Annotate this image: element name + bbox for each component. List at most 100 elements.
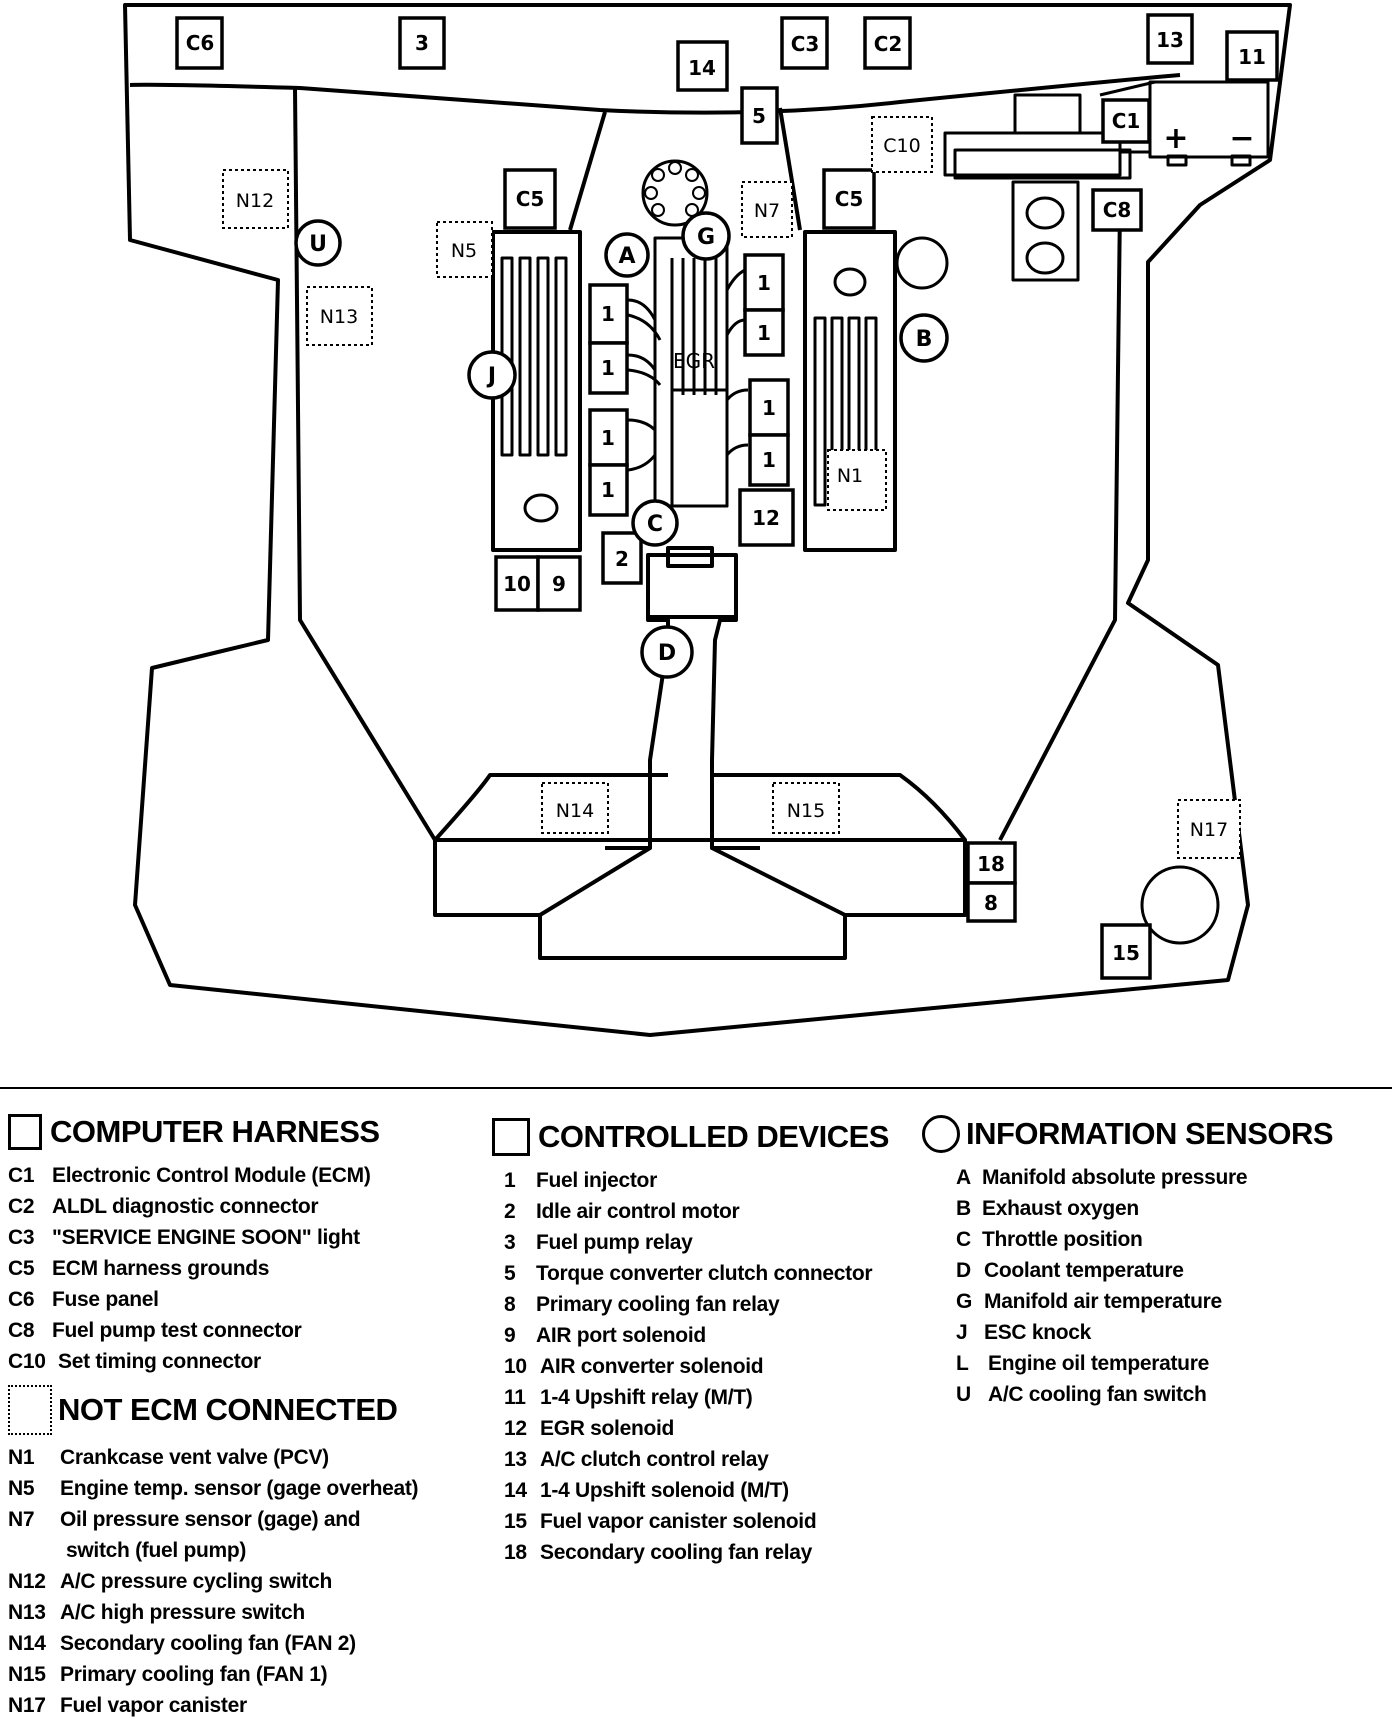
battery-terminal-pos bbox=[1166, 154, 1188, 167]
throttle-body bbox=[646, 553, 738, 619]
box-1h: 1 bbox=[762, 448, 776, 472]
dotbox-n14: N14 bbox=[556, 800, 594, 822]
vehicle-body-outline bbox=[123, 3, 1292, 1037]
box-c3: C3 bbox=[791, 32, 820, 56]
right-inner-fender bbox=[998, 204, 1122, 841]
left-bank-oval bbox=[523, 493, 559, 523]
box-1f: 1 bbox=[757, 321, 771, 345]
right-bank-oval bbox=[833, 267, 867, 297]
left-inner-fender bbox=[293, 87, 437, 842]
legend-heading-controlled-devices: CONTROLLED DEVICES bbox=[538, 1119, 889, 1154]
box-c8: C8 bbox=[1103, 198, 1132, 222]
sensor-b: B bbox=[916, 327, 933, 352]
box-12: 12 bbox=[752, 506, 780, 530]
circle-symbol-icon bbox=[922, 1115, 960, 1153]
injector-wires bbox=[627, 268, 749, 472]
dotted-square-symbol-icon bbox=[8, 1385, 52, 1435]
legend-item-continuation: switch (fuel pump) bbox=[66, 1539, 247, 1562]
dotbox-n15: N15 bbox=[787, 800, 825, 822]
box-c5-right: C5 bbox=[835, 187, 864, 211]
ecm-top bbox=[1013, 93, 1082, 135]
egr-inner-box bbox=[670, 388, 729, 508]
sensor-d: D bbox=[658, 641, 676, 666]
box-c1: C1 bbox=[1112, 109, 1141, 133]
cowl-line-left bbox=[568, 111, 607, 231]
battery-cable bbox=[1099, 80, 1156, 154]
dotbox-n7: N7 bbox=[754, 200, 780, 222]
box-8: 8 bbox=[984, 891, 998, 915]
relay-oval-bottom bbox=[1025, 241, 1065, 275]
box-1b: 1 bbox=[601, 356, 615, 380]
ecm-bottom bbox=[953, 148, 1132, 180]
sensor-u: U bbox=[309, 232, 327, 257]
intake-neck bbox=[605, 555, 670, 850]
sensor-c: C bbox=[647, 512, 663, 537]
box-14: 14 bbox=[688, 56, 716, 80]
engine-compartment-diagram: + − EGR bbox=[0, 3, 1392, 1089]
relay-oval-top bbox=[1025, 196, 1065, 230]
fan-shroud-right bbox=[712, 773, 967, 842]
legend-heading-not-ecm: NOT ECM CONNECTED bbox=[58, 1392, 398, 1427]
dotbox-n13: N13 bbox=[320, 306, 358, 328]
box-5: 5 bbox=[752, 104, 766, 128]
dotbox-n17: N17 bbox=[1190, 819, 1228, 841]
box-2: 2 bbox=[615, 547, 629, 571]
box-c2: C2 bbox=[874, 32, 903, 56]
box-1d: 1 bbox=[601, 478, 615, 502]
fuse-relay-block bbox=[1011, 180, 1080, 282]
egr-label: EGR bbox=[673, 349, 715, 373]
dotbox-n12: N12 bbox=[236, 190, 274, 212]
fan-center-left bbox=[538, 846, 652, 917]
legend-heading-computer-harness: COMPUTER HARNESS bbox=[50, 1114, 380, 1149]
box-15: 15 bbox=[1112, 941, 1140, 965]
distributor-terminals bbox=[644, 161, 706, 217]
sensor-g: G bbox=[697, 225, 715, 250]
egr-fins bbox=[670, 258, 718, 395]
legend-heading-information-sensors: INFORMATION SENSORS bbox=[966, 1116, 1334, 1151]
cowl-line-right bbox=[778, 107, 802, 231]
legend-item: C3"SERVICE ENGINE SOON" light bbox=[8, 1226, 360, 1249]
right-bank-round-part bbox=[895, 236, 949, 290]
dotbox-n1: N1 bbox=[837, 465, 863, 487]
ecm-housing bbox=[943, 131, 1122, 177]
battery-terminal-neg bbox=[1230, 154, 1252, 167]
box-1c: 1 bbox=[601, 426, 615, 450]
box-c6: C6 bbox=[186, 31, 215, 55]
vapor-canister bbox=[1140, 865, 1220, 945]
box-1e: 1 bbox=[757, 271, 771, 295]
box-10: 10 bbox=[503, 572, 531, 596]
